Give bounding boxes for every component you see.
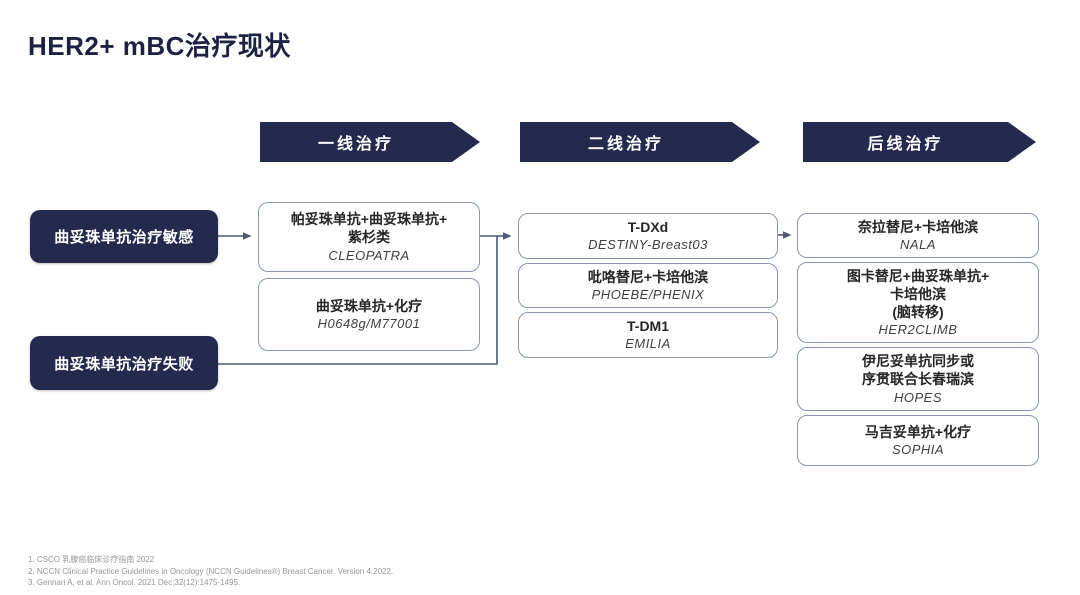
trial-name: SOPHIA bbox=[891, 441, 945, 457]
therapy-box-tdxd: T-DXd DESTINY-Breast03 bbox=[518, 213, 778, 259]
trial-name: CLEOPATRA bbox=[328, 247, 410, 263]
footnote-2: 2. NCCN Clinical Practice Guidelines in … bbox=[28, 566, 394, 576]
stage-banner-later-line: 后线治疗 bbox=[803, 122, 1036, 162]
therapy-box-h0648g: 曲妥珠单抗+化疗 H0648g/M77001 bbox=[258, 278, 480, 351]
therapy-box-cleopatra: 帕妥珠单抗+曲妥珠单抗+ 紫杉类 CLEOPATRA bbox=[258, 202, 480, 272]
trial-name: EMILIA bbox=[625, 336, 671, 352]
therapy-box-nala: 奈拉替尼+卡培他滨 NALA bbox=[797, 213, 1039, 258]
therapy-name: 曲妥珠单抗+化疗 bbox=[315, 297, 423, 314]
therapy-name: 帕妥珠单抗+曲妥珠单抗+ 紫杉类 bbox=[290, 211, 448, 246]
trial-name: H0648g/M77001 bbox=[317, 315, 421, 331]
therapy-name: 马吉妥单抗+化疗 bbox=[864, 423, 972, 440]
patient-group-label: 曲妥珠单抗治疗敏感 bbox=[54, 229, 194, 246]
trial-name: PHOEBE/PHENIX bbox=[591, 286, 705, 302]
therapy-box-pyrotinib: 吡咯替尼+卡培他滨 PHOEBE/PHENIX bbox=[518, 263, 778, 308]
stage-banner-second-line: 二线治疗 bbox=[520, 122, 760, 162]
therapy-box-her2climb: 图卡替尼+曲妥珠单抗+ 卡培他滨 (脑转移) HER2CLIMB bbox=[797, 262, 1039, 343]
patient-group-trastuzumab-failed: 曲妥珠单抗治疗失败 bbox=[30, 336, 218, 390]
footnote-1: 1. CSCO 乳腺癌临床诊疗指南 2022 bbox=[28, 555, 155, 565]
therapy-name: T-DXd bbox=[627, 219, 669, 236]
footnotes: 1. CSCO 乳腺癌临床诊疗指南 2022 2. NCCN Clinical … bbox=[28, 554, 393, 589]
patient-group-label: 曲妥珠单抗治疗失败 bbox=[54, 355, 194, 373]
trial-name: HER2CLIMB bbox=[878, 322, 958, 338]
trial-name: HOPES bbox=[893, 389, 942, 405]
therapy-name: 图卡替尼+曲妥珠单抗+ 卡培他滨 (脑转移) bbox=[846, 267, 990, 320]
page-title: HER2+ mBC治疗现状 bbox=[28, 31, 291, 61]
stage-label: 一线治疗 bbox=[317, 136, 394, 153]
trial-name: DESTINY-Breast03 bbox=[588, 237, 708, 253]
therapy-box-sophia: 马吉妥单抗+化疗 SOPHIA bbox=[797, 415, 1039, 466]
stage-label: 二线治疗 bbox=[587, 136, 664, 153]
stage-banner-first-line: 一线治疗 bbox=[260, 122, 480, 162]
therapy-box-hopes: 伊尼妥单抗同步或 序贯联合长春瑞滨 HOPES bbox=[797, 347, 1039, 411]
trial-name: NALA bbox=[900, 236, 936, 252]
stage-label: 后线治疗 bbox=[867, 136, 944, 153]
therapy-name: 吡咯替尼+卡培他滨 bbox=[587, 268, 709, 285]
therapy-name: T-DM1 bbox=[627, 318, 669, 335]
therapy-name: 奈拉替尼+卡培他滨 bbox=[857, 218, 979, 235]
therapy-box-tdm1: T-DM1 EMILIA bbox=[518, 312, 778, 358]
therapy-name: 伊尼妥单抗同步或 序贯联合长春瑞滨 bbox=[862, 353, 974, 388]
footnote-3: 3. Gennari A, et al. Ann Oncol. 2021 Dec… bbox=[28, 578, 241, 588]
patient-group-trastuzumab-sensitive: 曲妥珠单抗治疗敏感 bbox=[30, 210, 218, 263]
